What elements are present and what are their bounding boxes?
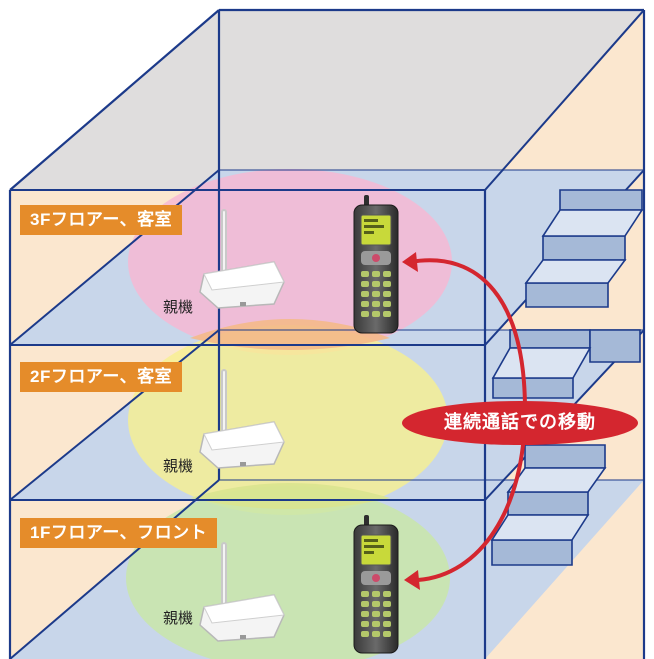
floor-label-1f: 1Fフロアー、フロント — [20, 518, 218, 548]
coverage-2f — [128, 325, 448, 515]
base-station-label-2f: 親機 — [163, 457, 194, 475]
movement-label: 連続通話での移動 — [444, 412, 596, 433]
roof-slab — [10, 10, 644, 190]
base-station-label-3f: 親機 — [163, 298, 194, 316]
handset-icon-3f — [353, 194, 399, 334]
handset-icon-1f — [353, 514, 399, 654]
floor-label-3f: 3Fフロアー、客室 — [20, 205, 183, 235]
staircase-icon — [490, 189, 644, 566]
movement-label-bg — [402, 401, 638, 445]
floor-label-2f: 2Fフロアー、客室 — [20, 362, 183, 392]
base-station-label-1f: 親機 — [163, 609, 194, 627]
